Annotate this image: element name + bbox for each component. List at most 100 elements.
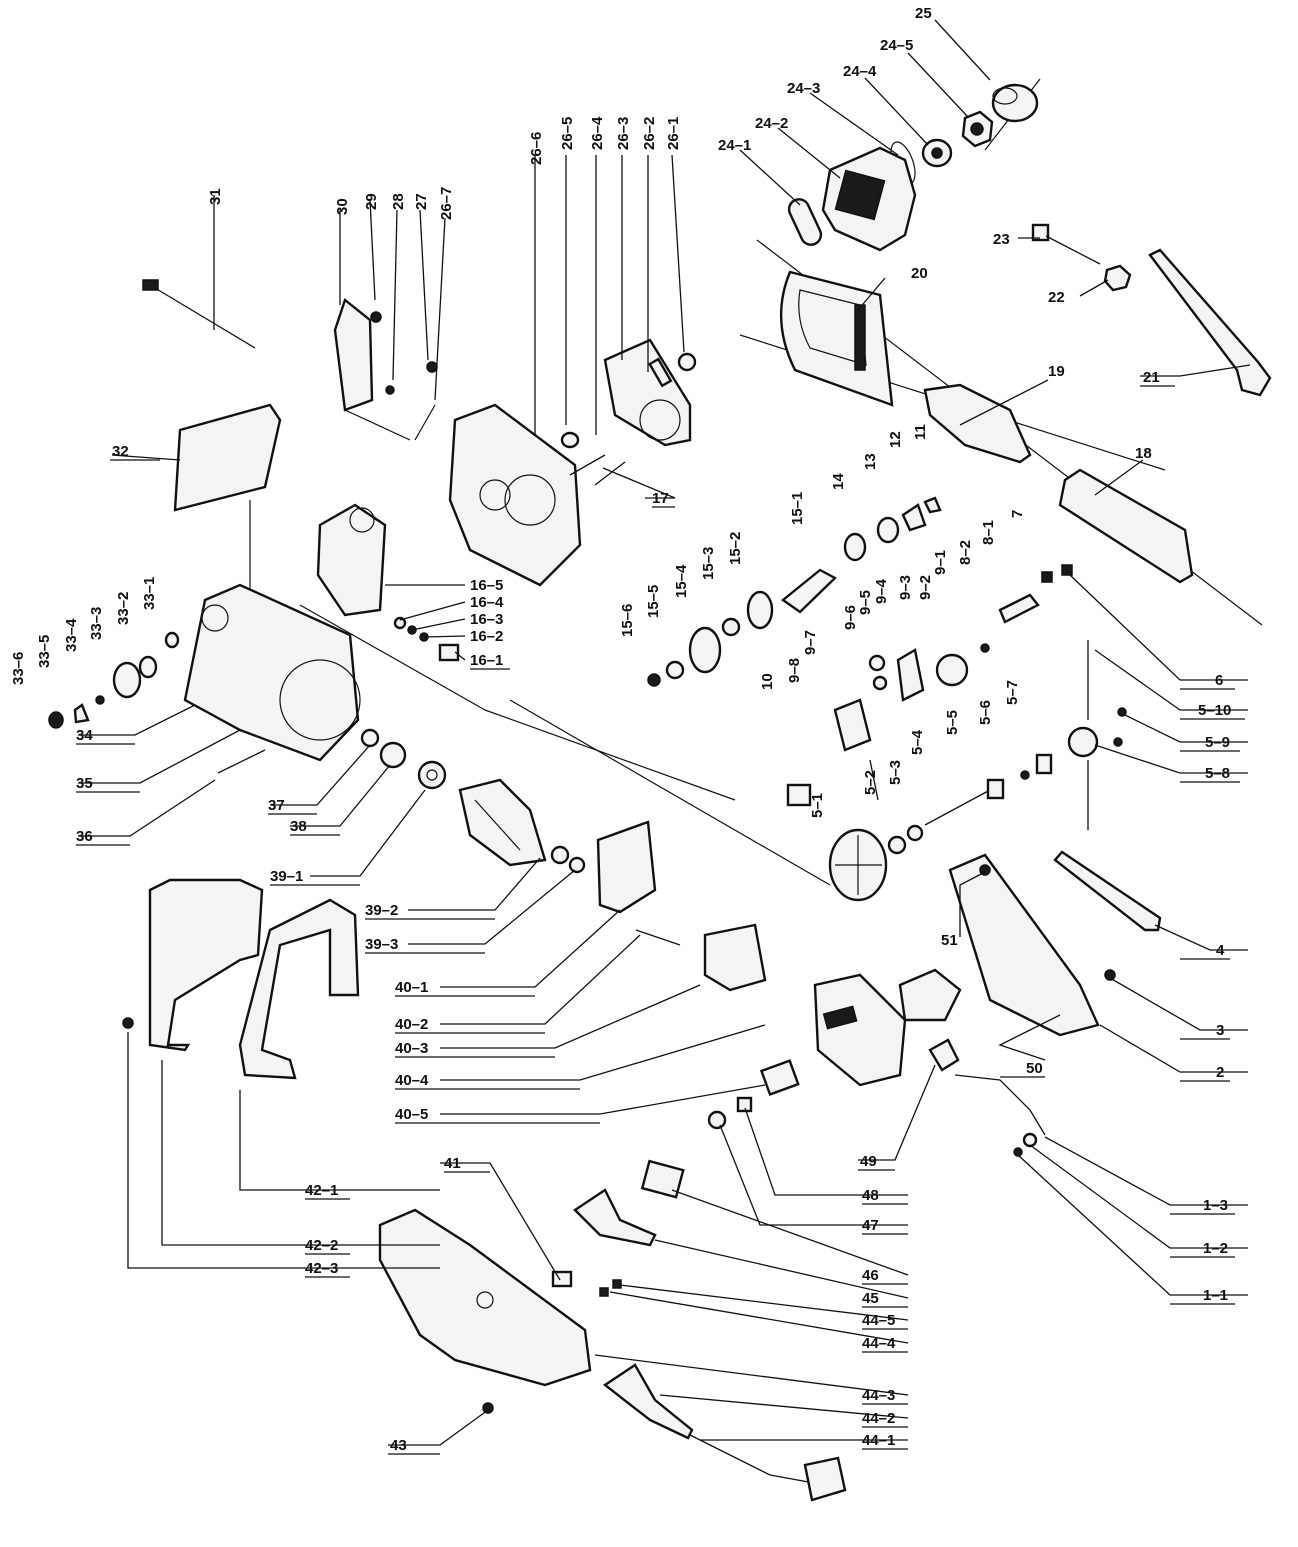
- label-17: 17: [652, 490, 669, 507]
- label-39-2: 39–2: [365, 902, 398, 919]
- brush-48: [736, 1096, 753, 1113]
- label-42-2: 42–2: [305, 1237, 338, 1254]
- switch-46: [640, 1159, 685, 1199]
- label-5-7: 5–7: [1004, 680, 1021, 705]
- parts-illustration: [48, 78, 1272, 1502]
- screw-1-1: [1013, 1147, 1023, 1157]
- sprocket-12: [901, 503, 927, 532]
- gear-33-3: [112, 661, 142, 699]
- label-26-5: 26–5: [559, 117, 576, 150]
- motor-body-40-4: [898, 968, 962, 1022]
- label-35: 35: [76, 775, 93, 792]
- label-30: 30: [334, 198, 351, 215]
- ball-33-4: [95, 695, 105, 705]
- label-33-4: 33–4: [63, 618, 80, 652]
- cap-47: [707, 1110, 727, 1130]
- label-44-4: 44–4: [862, 1335, 896, 1352]
- cover-32: [173, 403, 282, 512]
- label-12: 12: [887, 431, 904, 448]
- label-20: 20: [911, 265, 928, 282]
- label-36: 36: [76, 828, 93, 845]
- block-10: [786, 783, 812, 807]
- nut-33-6: [48, 711, 64, 729]
- label-9-4: 9–4: [873, 578, 890, 604]
- screw-36: [217, 749, 266, 774]
- handle-bracket-42-2: [148, 878, 264, 1052]
- washer-9-6: [868, 654, 886, 672]
- label-31: 31: [207, 188, 224, 205]
- label-48: 48: [862, 1187, 879, 1204]
- label-32: 32: [112, 443, 129, 460]
- label-44-1: 44–1: [862, 1432, 895, 1449]
- screw-6: [1061, 564, 1073, 576]
- label-43: 43: [390, 1437, 407, 1454]
- sprocket-cover-24-2: [821, 146, 917, 252]
- label-24-5: 24–5: [880, 37, 913, 54]
- guide-plate-20: [779, 270, 894, 407]
- label-37: 37: [268, 797, 285, 814]
- label-16-1: 16–1: [470, 652, 503, 669]
- label-33-2: 33–2: [115, 592, 132, 625]
- label-9-2: 9–2: [917, 575, 934, 600]
- gearbox-housing-26-6: [448, 403, 582, 587]
- washer-5-3: [906, 824, 924, 842]
- label-5-2: 5–2: [862, 770, 879, 795]
- part-labels: 25 24–5 24–4 24–3 24–2 24–1 23 22 21 20 …: [10, 5, 1231, 1454]
- label-5-10: 5–10: [1198, 702, 1231, 719]
- chain-tension-plate-30: [333, 297, 374, 412]
- label-underlines: [76, 385, 1245, 1455]
- stator-40-3: [703, 923, 767, 992]
- nut-37: [360, 728, 380, 748]
- cam-5-5: [986, 778, 1005, 800]
- label-26-7: 26–7: [438, 187, 455, 220]
- bracket-1-3: [954, 1074, 1046, 1136]
- label-27: 27: [413, 193, 430, 210]
- label-3: 3: [1216, 1022, 1224, 1039]
- label-5-6: 5–6: [977, 700, 994, 725]
- label-23: 23: [993, 231, 1010, 248]
- bar-26-2: [648, 357, 673, 388]
- wheel-9-1: [935, 653, 969, 687]
- label-19: 19: [1048, 363, 1065, 380]
- label-25: 25: [915, 5, 932, 22]
- label-46: 46: [862, 1267, 879, 1284]
- switch-lever-45: [573, 1188, 657, 1247]
- label-38: 38: [290, 818, 307, 835]
- roller-5-7: [1035, 753, 1053, 775]
- label-13: 13: [862, 453, 879, 470]
- motor-housing-34: [183, 583, 361, 762]
- bearing-38: [379, 741, 407, 769]
- label-26-6: 26–6: [528, 132, 545, 165]
- washer-13: [876, 516, 900, 544]
- label-40-5: 40–5: [395, 1106, 428, 1123]
- label-9-1: 9–1: [932, 550, 949, 575]
- screw-44-5: [612, 1279, 622, 1289]
- label-26-2: 26–2: [641, 117, 658, 150]
- label-40-1: 40–1: [395, 979, 428, 996]
- rod-5-4: [924, 789, 991, 826]
- gear-plate-26-3: [603, 338, 692, 447]
- label-24-1: 24–1: [718, 137, 751, 154]
- label-49: 49: [860, 1153, 877, 1170]
- label-26-4: 26–4: [589, 116, 606, 150]
- screw-28: [385, 385, 395, 395]
- label-26-1: 26–1: [665, 117, 682, 150]
- knob-16-1: [438, 643, 460, 662]
- label-24-3: 24–3: [787, 80, 820, 97]
- screw-5-9b: [1113, 737, 1123, 747]
- label-11: 11: [912, 424, 929, 440]
- capacitor-41: [551, 1270, 573, 1288]
- label-5-3: 5–3: [887, 760, 904, 785]
- label-34: 34: [76, 727, 93, 744]
- label-9-5: 9–5: [857, 590, 874, 615]
- label-5-4: 5–4: [909, 729, 926, 755]
- cone-33-5: [73, 703, 90, 724]
- front-handle-42-1: [238, 898, 360, 1080]
- label-44-5: 44–5: [862, 1312, 895, 1329]
- screw-5-9a: [1117, 707, 1127, 717]
- label-5-1: 5–1: [809, 793, 826, 818]
- label-16-3: 16–3: [470, 611, 503, 628]
- screw-17a: [569, 454, 606, 476]
- label-9-7: 9–7: [802, 630, 819, 655]
- washer-24-4: [921, 138, 953, 168]
